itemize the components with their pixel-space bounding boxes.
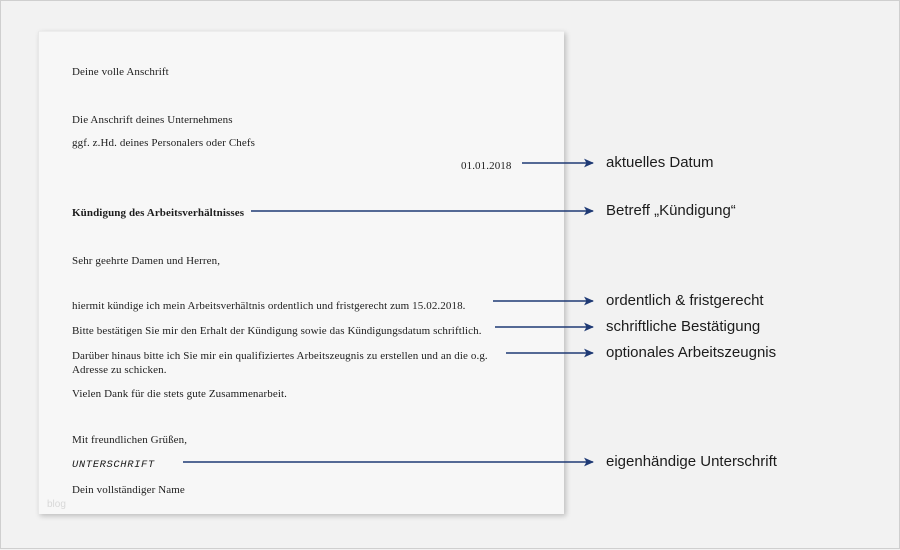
body-paragraph-1: hiermit kündige ich mein Arbeitsverhältn… xyxy=(72,300,466,312)
letter-subject-text: Kündigung des Arbeitsverhältnisses xyxy=(72,207,245,219)
body-paragraph-2: Bitte bestätigen Sie mir den Erhalt der … xyxy=(72,325,482,337)
body-paragraph-3: Darüber hinaus bitte ich Sie mir ein qua… xyxy=(72,350,488,376)
body-paragraph-4: Vielen Dank für die stets gute Zusammena… xyxy=(72,388,288,400)
blog-watermark: blog xyxy=(47,499,66,510)
annotation-label-optional-reference: optionales Arbeitszeugnis xyxy=(606,344,777,361)
closing-text: Mit freundlichen Grüßen, xyxy=(72,434,188,446)
annotation-label-written-confirmation: schriftliche Bestätigung xyxy=(606,318,761,335)
annotation-label-notice-period: ordentlich & fristgerecht xyxy=(606,292,764,309)
recipient-company-text: Die Anschrift deines Unternehmens xyxy=(72,114,233,126)
letter-date-text: 01.01.2018 xyxy=(461,160,512,172)
salutation-text: Sehr geehrte Damen und Herren, xyxy=(72,255,221,267)
recipient-attention-text: ggf. z.Hd. deines Personalers oder Chefs xyxy=(72,137,256,149)
letter-document-page: Deine volle Anschrift Die Anschrift dein… xyxy=(38,31,564,514)
signature-placeholder-text: UNTERSCHRIFT xyxy=(72,459,155,471)
annotation-label-handwritten-signature: eigenhändige Unterschrift xyxy=(606,453,777,470)
sender-name-text: Dein vollständiger Name xyxy=(72,484,185,496)
sender-address-text: Deine volle Anschrift xyxy=(72,66,169,78)
annotation-label-date: aktuelles Datum xyxy=(606,154,714,171)
annotation-label-subject: Betreff „Kündigung“ xyxy=(606,202,736,219)
